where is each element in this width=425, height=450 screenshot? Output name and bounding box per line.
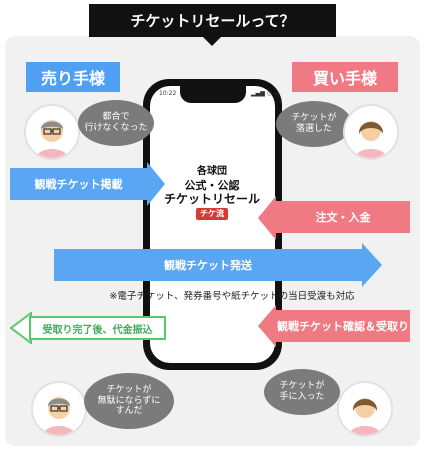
buyer-order-arrow: 注文・入金	[276, 201, 410, 233]
title-pointer	[201, 35, 223, 46]
logo-badge: チケ流	[196, 208, 228, 221]
seller-label: 売り手様	[26, 62, 120, 92]
seller-post-label: 観戦チケット掲載	[34, 178, 123, 191]
seller-avatar-top	[24, 104, 80, 160]
logo-line2: 公式・公認	[184, 178, 240, 192]
phone-screen	[150, 86, 275, 363]
seller-avatar-bottom	[31, 381, 87, 437]
ticket-note: ※電子チケット、発券番号や紙チケットの当日受渡も対応	[109, 291, 355, 302]
buyer-receive-arrowhead	[258, 305, 276, 347]
buyer-receive-arrow: 観戦チケット確認＆受取り	[276, 310, 410, 342]
buyer-label: 買い手様	[292, 62, 398, 92]
seller-top-bubble: 都合で 行けなくなった	[78, 100, 154, 146]
seller-bottom-bubble: チケットが 無駄にならずに すんだ	[84, 373, 174, 429]
buyer-avatar-bottom	[337, 381, 393, 437]
woman-icon	[345, 106, 397, 158]
app-logo: 各球団 公式・公認 チケットリセール チケ流	[162, 166, 262, 221]
man-with-glasses-icon	[26, 106, 78, 158]
seller-post-arrow: 観戦チケット掲載	[10, 168, 147, 200]
seller-post-arrowhead	[147, 162, 165, 206]
buyer-avatar-top	[343, 104, 399, 160]
man-with-glasses-icon-bottom	[33, 383, 85, 435]
buyer-receive-label: 観戦チケット確認＆受取り	[277, 320, 409, 333]
seller-top-bubble-text: 都合で 行けなくなった	[84, 112, 148, 133]
seller-bottom-bubble-text: チケットが 無駄にならずに すんだ	[97, 384, 161, 417]
ship-arrow: 観戦チケット発送	[54, 249, 362, 281]
buyer-bottom-bubble-text: チケットが 手に入った	[279, 381, 325, 402]
buyer-order-label: 注文・入金	[315, 211, 371, 224]
diagram-title: チケットリセールって？	[89, 4, 336, 37]
phone-notch	[180, 86, 246, 103]
woman-icon-bottom	[339, 383, 391, 435]
buyer-order-arrowhead	[258, 196, 276, 240]
logo-line3: チケットリセール	[163, 192, 260, 207]
ship-arrowhead	[362, 243, 382, 287]
buyer-top-bubble-text: チケットが 落選した	[291, 113, 337, 134]
phone-status-icons: ▂▄▆ ◔ ▭	[251, 90, 280, 97]
seller-paid-label: 受取り完了後、代金振込	[42, 324, 153, 336]
logo-line1: 各球団	[197, 166, 227, 177]
buyer-top-bubble: チケットが 落選した	[276, 101, 352, 147]
ship-label: 観戦チケット発送	[164, 259, 252, 272]
phone-time: 10:22	[159, 90, 177, 97]
seller-paid-arrow: 受取り完了後、代金振込	[29, 316, 166, 340]
buyer-bottom-bubble: チケットが 手に入った	[264, 369, 340, 415]
